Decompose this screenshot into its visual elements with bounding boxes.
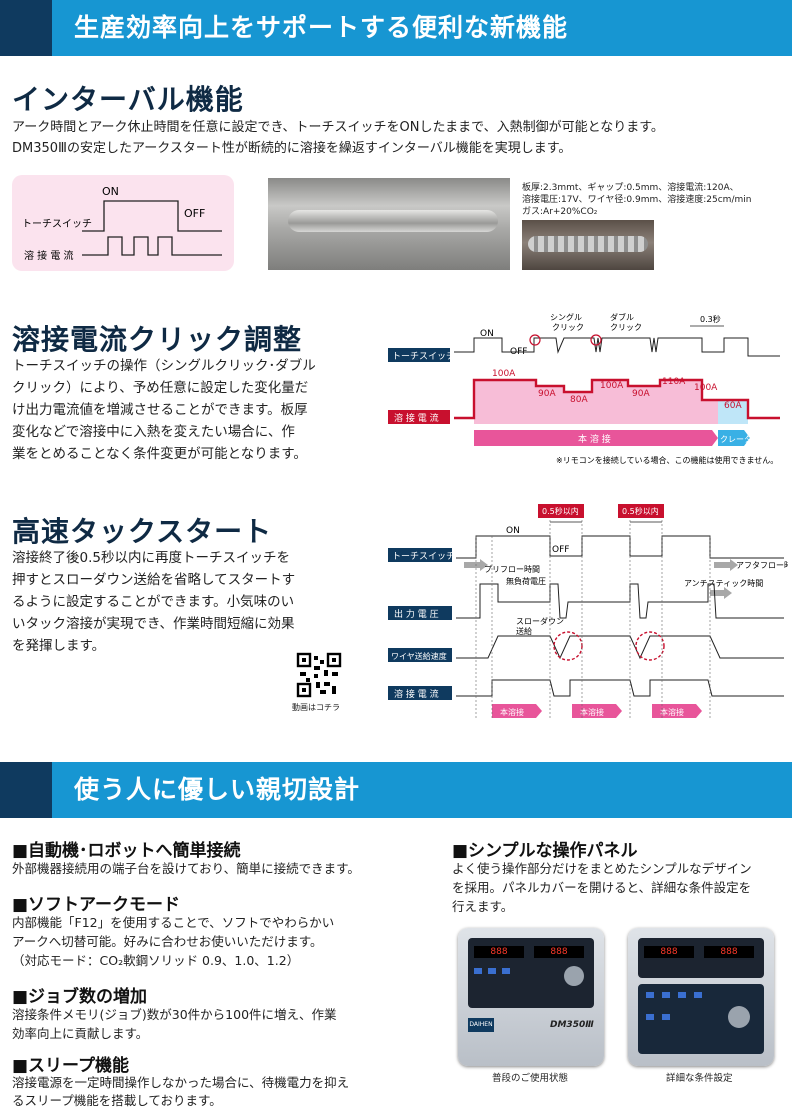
tack-line4: いタック溶接が実現でき、作業時間短縮に効果 bbox=[12, 616, 295, 632]
svg-text:スローダウン: スローダウン bbox=[516, 616, 564, 626]
tack-diagram: 0.5秒以内 0.5秒以内 ON OFF トーチスイッチ プリフロー時間 無負荷… bbox=[388, 504, 788, 718]
svg-text:100A: 100A bbox=[492, 369, 516, 379]
section-banner-features: 生産効率向上をサポートする便利な新機能 bbox=[0, 0, 792, 56]
svg-text:トーチスイッチ: トーチスイッチ bbox=[392, 551, 455, 562]
feature-text: 外部機器接続用の端子台を設けており、簡単に接続できます。 bbox=[12, 861, 360, 876]
model-label: DM350Ⅲ bbox=[550, 1020, 594, 1030]
svg-text:溶 接 電 流: 溶 接 電 流 bbox=[394, 412, 439, 424]
svg-text:110A: 110A bbox=[662, 377, 686, 387]
control-panel-normal-photo: 888 888 DAIHEN DM350Ⅲ bbox=[458, 928, 604, 1066]
panel-caption-normal: 普段のご使用状態 bbox=[492, 1073, 569, 1084]
svg-text:0.5秒以内: 0.5秒以内 bbox=[622, 506, 659, 516]
svg-text:本 溶 接: 本 溶 接 bbox=[578, 433, 611, 445]
click-line2: クリック）により、予め任意に設定した変化量だ bbox=[12, 380, 309, 396]
svg-text:※リモコンを接続している場合、この機能は使用できません。: ※リモコンを接続している場合、この機能は使用できません。 bbox=[556, 455, 778, 465]
spec-line3: ガス:Ar+20%CO₂ bbox=[522, 207, 598, 217]
section-banner-design: 使う人に優しい親切設計 bbox=[0, 762, 792, 818]
on-label: ON bbox=[102, 185, 119, 198]
feature-text: るスリープ機能を搭載しております。 bbox=[12, 1093, 222, 1108]
feature-text: 内部機能「F12」を使用することで、ソフトでやわらかい bbox=[12, 915, 335, 930]
svg-text:アフタフロー時間: アフタフロー時間 bbox=[736, 561, 788, 570]
interval-line1: アーク時間とアーク休止時間を任意に設定でき、トーチスイッチをONしたままで、入熱… bbox=[12, 120, 664, 135]
tack-line1: 溶接終了後0.5秒以内に再度トーチスイッチを bbox=[12, 550, 290, 566]
svg-text:60A: 60A bbox=[724, 401, 742, 411]
weld-bead-photo bbox=[268, 178, 510, 270]
svg-text:ON: ON bbox=[480, 329, 494, 339]
interval-line2: DM350Ⅲの安定したアークスタート性が断続的に溶接を繰返すインターバル機能を実… bbox=[12, 141, 572, 156]
svg-text:シングル: シングル bbox=[550, 312, 582, 322]
svg-text:90A: 90A bbox=[632, 389, 650, 399]
feature-text: 溶接電源を一定時間操作しなかった場合に、待機電力を抑え bbox=[12, 1075, 350, 1090]
svg-text:100A: 100A bbox=[694, 383, 718, 393]
svg-text:ON: ON bbox=[506, 526, 520, 536]
spec-line1: 板厚:2.3mmt、ギャップ:0.5mm、溶接電流:120A、 bbox=[522, 183, 739, 193]
click-heading: 溶接電流クリック調整 bbox=[12, 323, 303, 356]
svg-text:OFF: OFF bbox=[552, 545, 569, 555]
click-diagram: ON OFF シングル クリック ダブル クリック 0.3秒 トーチスイッチ 溶… bbox=[388, 312, 780, 465]
click-line1: トーチスイッチの操作（シングルクリック･ダブル bbox=[12, 358, 316, 374]
control-panel-detail-photo: 888 888 bbox=[628, 928, 774, 1066]
banner-title: 使う人に優しい親切設計 bbox=[74, 775, 361, 804]
svg-text:100A: 100A bbox=[600, 381, 624, 391]
interval-heading: インターバル機能 bbox=[12, 83, 244, 116]
feature-text: 効率向上に貢献します。 bbox=[12, 1026, 149, 1041]
qr-label: 動画はコチラ bbox=[292, 703, 340, 712]
panel-caption-detail: 詳細な条件設定 bbox=[666, 1073, 733, 1084]
feature-text: （対応モード：CO₂軟鋼ソリッド 0.9、1.0、1.2） bbox=[12, 953, 300, 968]
spec-line2: 溶接電圧:17V、ワイヤ径:0.9mm、溶接速度:25cm/min bbox=[522, 195, 752, 205]
svg-text:0.5秒以内: 0.5秒以内 bbox=[542, 506, 579, 516]
feature-title: ■ジョブ数の増加 bbox=[12, 987, 148, 1007]
svg-text:溶 接 電 流: 溶 接 電 流 bbox=[394, 688, 439, 700]
svg-text:無負荷電圧: 無負荷電圧 bbox=[506, 576, 546, 586]
panel-title: ■シンプルな操作パネル bbox=[452, 841, 638, 861]
click-line4: 変化などで溶接中に入熱を変えたい場合に、作 bbox=[12, 424, 295, 440]
feature-text: アークへ切替可能。好みに合わせお使いいただけます。 bbox=[12, 934, 323, 949]
torch-switch-label: トーチスイッチ bbox=[22, 218, 92, 230]
click-line3: け出力電流値を増減させることができます。板厚 bbox=[12, 402, 308, 418]
svg-text:本溶接: 本溶接 bbox=[660, 707, 684, 717]
svg-text:出 力 電 圧: 出 力 電 圧 bbox=[394, 608, 439, 620]
svg-text:90A: 90A bbox=[538, 389, 556, 399]
interval-diagram: ON OFF トーチスイッチ 溶 接 電 流 bbox=[12, 175, 234, 271]
svg-text:プリフロー時間: プリフロー時間 bbox=[484, 565, 540, 574]
panel-text: よく使う操作部分だけをまとめたシンプルなデザイン bbox=[452, 861, 752, 876]
svg-text:80A: 80A bbox=[570, 395, 588, 405]
svg-text:ワイヤ送給速度: ワイヤ送給速度 bbox=[391, 651, 447, 661]
panel-text: を採用。パネルカバーを開けると、詳細な条件設定を bbox=[452, 880, 752, 895]
feature-title: ■ソフトアークモード bbox=[12, 895, 181, 915]
feature-text: 溶接条件メモリ(ジョブ)数が30件から100件に増え、作業 bbox=[12, 1007, 337, 1022]
click-line5: 業をとめることなく条件変更が可能となります。 bbox=[12, 446, 307, 462]
feature-title: ■自動機･ロボットへ簡単接続 bbox=[12, 841, 241, 861]
tack-line5: を発揮します。 bbox=[12, 638, 106, 654]
panel-text: 行えます。 bbox=[452, 899, 514, 914]
current-label: 溶 接 電 流 bbox=[24, 249, 74, 262]
svg-text:本溶接: 本溶接 bbox=[580, 707, 604, 717]
svg-text:送給: 送給 bbox=[516, 626, 532, 636]
off-label: OFF bbox=[184, 207, 205, 220]
tack-line2: 押すとスローダウン送給を省略してスタートす bbox=[12, 572, 296, 588]
svg-text:本溶接: 本溶接 bbox=[500, 707, 524, 717]
svg-text:クリック: クリック bbox=[610, 323, 642, 332]
svg-text:ダブル: ダブル bbox=[610, 312, 634, 322]
feature-title: ■スリープ機能 bbox=[12, 1056, 130, 1076]
tack-heading: 高速タックスタート bbox=[12, 515, 273, 548]
svg-text:クレータ: クレータ bbox=[720, 435, 752, 444]
brand-logo: DAIHEN bbox=[468, 1018, 494, 1032]
svg-text:0.3秒: 0.3秒 bbox=[700, 314, 721, 324]
qr-code bbox=[296, 652, 342, 698]
tack-line3: るように設定することができます。小気味のい bbox=[12, 594, 295, 610]
bead-closeup-photo bbox=[522, 220, 654, 270]
banner-title: 生産効率向上をサポートする便利な新機能 bbox=[74, 13, 569, 42]
svg-text:トーチスイッチ: トーチスイッチ bbox=[392, 351, 455, 362]
svg-text:クリック: クリック bbox=[552, 323, 584, 332]
svg-text:アンチスティック時間: アンチスティック時間 bbox=[684, 579, 763, 588]
